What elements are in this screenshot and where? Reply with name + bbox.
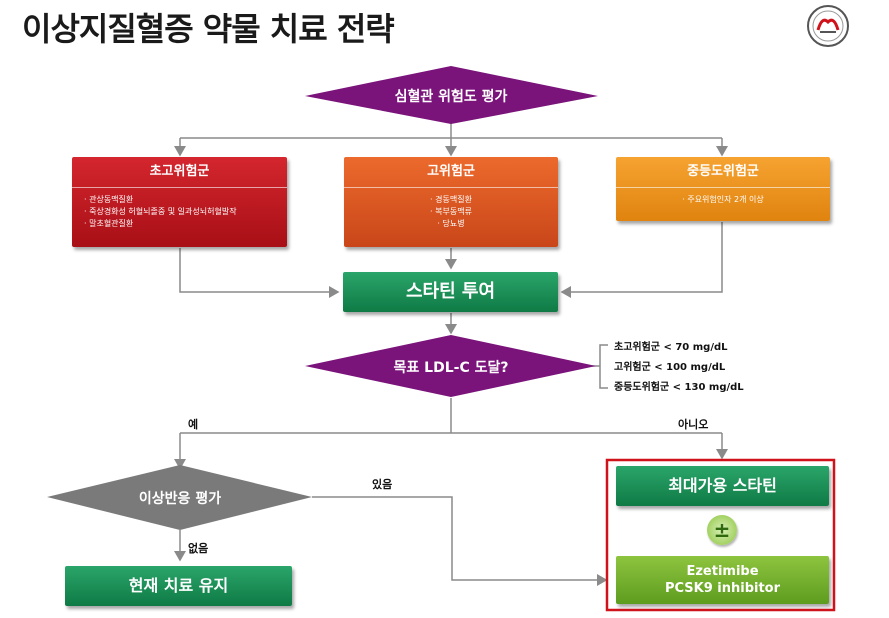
absent-label: 없음 (188, 542, 209, 555)
page-title: 이상지질혈증 약물 치료 전략 (22, 10, 395, 48)
adverse-event-label: 이상반응 평가 (138, 491, 222, 507)
list-item: 말초혈관질환 (84, 218, 287, 230)
list-item: 경동맥질환 (344, 194, 558, 206)
list-item: 죽상경화성 허혈뇌졸중 및 일과성뇌허혈발작 (84, 206, 287, 218)
list-item: 주요위험인자 2개 이상 (616, 194, 830, 206)
criteria-moderate: 중등도위험군 < 130 mg/dL (614, 382, 744, 393)
society-logo-icon (806, 4, 850, 48)
list-item: 관상동맥질환 (84, 194, 287, 206)
list-item: 당뇨병 (344, 218, 558, 230)
criteria-very-high: 초고위험군 < 70 mg/dL (614, 342, 728, 353)
ezetimibe-label: Ezetimibe (686, 564, 759, 579)
moderate-risk-title: 중등도위험군 (616, 157, 830, 188)
add-on-therapy-box: Ezetimibe PCSK9 inhibitor (616, 556, 829, 604)
yes-label: 예 (188, 418, 199, 431)
very-high-risk-list: 관상동맥질환 죽상경화성 허혈뇌졸중 및 일과성뇌허혈발작 말초혈관질환 (72, 194, 287, 230)
maintain-therapy-box: 현재 치료 유지 (65, 566, 292, 606)
high-risk-box: 고위험군 경동맥질환 복부동맥류 당뇨병 (344, 157, 558, 247)
very-high-risk-box: 초고위험군 관상동맥질환 죽상경화성 허혈뇌졸중 및 일과성뇌허혈발작 말초혈관… (72, 157, 287, 247)
criteria-high: 고위험군 < 100 mg/dL (614, 362, 726, 373)
ldl-goal-label: 목표 LDL-C 도달? (393, 360, 509, 376)
very-high-risk-title: 초고위험군 (72, 157, 287, 188)
list-item: 복부동맥류 (344, 206, 558, 218)
high-risk-title: 고위험군 (344, 157, 558, 188)
moderate-risk-list: 주요위험인자 2개 이상 (616, 194, 830, 206)
plus-minus-icon: ± (707, 515, 737, 545)
moderate-risk-box: 중등도위험군 주요위험인자 2개 이상 (616, 157, 830, 221)
max-statin-box: 최대가용 스타틴 (616, 466, 829, 506)
no-label: 아니오 (678, 418, 709, 431)
pcsk9-label: PCSK9 inhibitor (664, 581, 781, 596)
risk-assessment-label: 심혈관 위험도 평가 (394, 89, 508, 105)
present-label: 있음 (372, 478, 393, 491)
high-risk-list: 경동맥질환 복부동맥류 당뇨병 (344, 194, 558, 230)
statin-box: 스타틴 투여 (343, 272, 558, 312)
